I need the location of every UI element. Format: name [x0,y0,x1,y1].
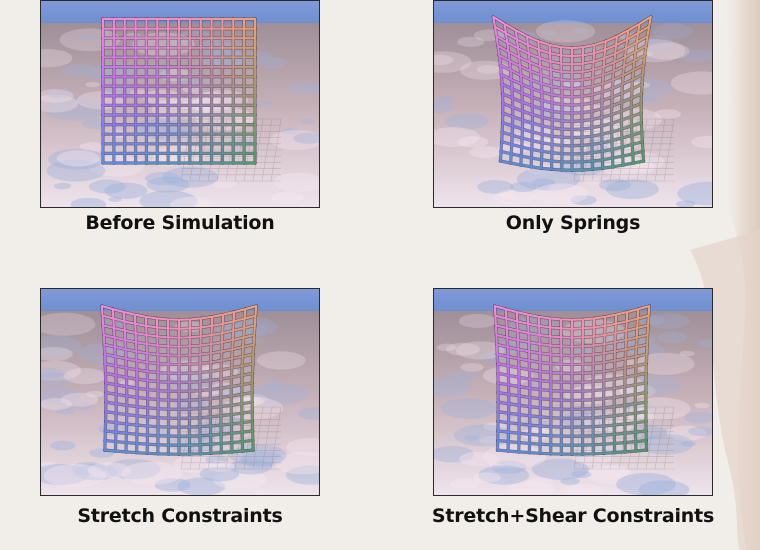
background-drapery [690,0,760,550]
panel-before-simulation [40,0,320,208]
caption-stretch-constraints: Stretch Constraints [77,505,283,527]
cloth-scene-before [41,1,319,207]
caption-stretch-shear-constraints: Stretch+Shear Constraints [431,505,715,527]
panel-only-springs [433,0,713,208]
cloth-scene-stretch [41,289,319,495]
cloth-scene-shear [434,289,712,495]
panel-stretch-constraints [40,288,320,496]
cloth-scene-springs [434,1,712,207]
panel-stretch-shear-constraints [433,288,713,496]
caption-only-springs: Only Springs [505,212,641,234]
caption-before-simulation: Before Simulation [85,212,275,234]
